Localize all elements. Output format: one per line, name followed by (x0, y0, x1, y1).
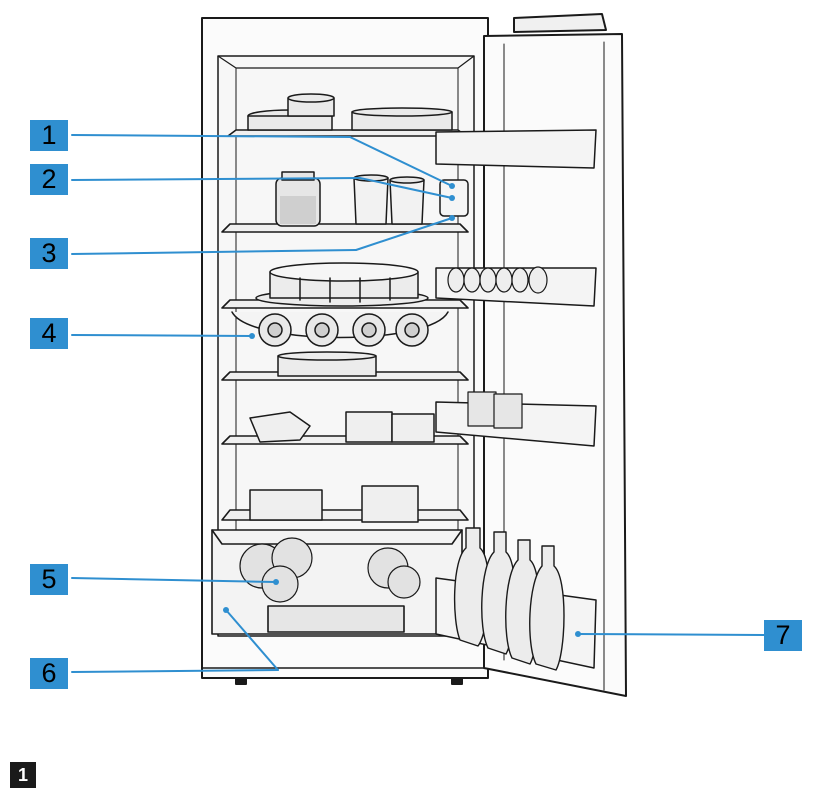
callout-3: 3 (30, 238, 68, 269)
callout-5: 5 (30, 564, 68, 595)
egg-tray (447, 266, 548, 294)
cake-container (255, 262, 429, 307)
food-boxes (249, 411, 435, 523)
round-dish (277, 351, 377, 377)
crisper-drawer (211, 529, 463, 635)
leader-lines (71, 134, 771, 673)
callout-7: 7 (764, 620, 802, 651)
callout-6: 6 (30, 658, 68, 689)
page-marker: 1 (10, 762, 36, 788)
door-jars (467, 391, 523, 429)
bottle-rack (231, 311, 449, 347)
callout-2: 2 (30, 164, 68, 195)
milk-bottles (453, 527, 565, 671)
top-shelf-dishes (247, 93, 453, 131)
open-door (483, 13, 627, 697)
callout-1: 1 (30, 120, 68, 151)
callout-4: 4 (30, 318, 68, 349)
